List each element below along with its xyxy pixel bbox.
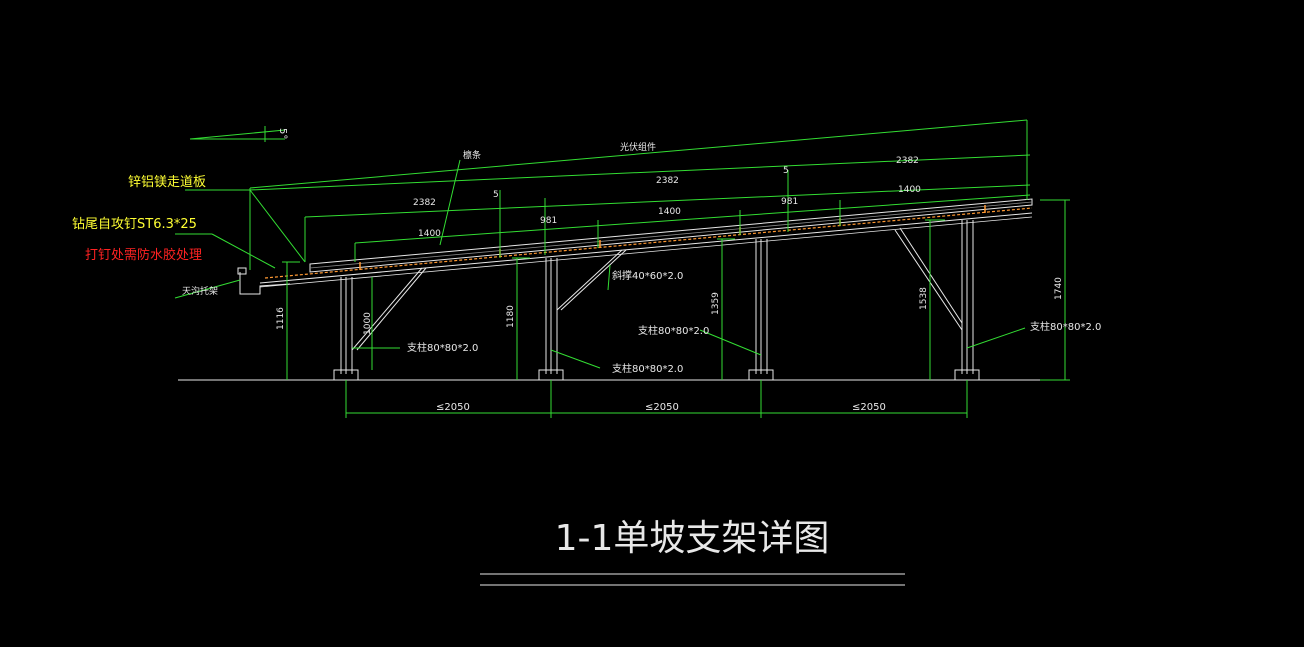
callout-gutter: 天沟托架 [182,285,218,297]
callout-sealant: 打钉处需防水胶处理 [85,247,202,263]
dim-1400-b: 1400 [658,207,681,217]
dim-top-2: 2382 [656,176,679,186]
dim-981-a: 981 [540,216,557,226]
column-1 [333,277,359,381]
column-3 [748,239,774,381]
callout-brace: 斜撑40*60*2.0 [612,269,683,282]
slope-angle-indicator [189,126,286,142]
pv-panel-mid [309,201,1033,269]
slope-angle-label: 5° [277,128,288,139]
callout-col3: 支柱80*80*2.0 [638,324,709,337]
dim-h3: 1180 [506,305,516,328]
callout-col1: 支柱80*80*2.0 [407,341,478,354]
dim-h6: 1740 [1054,277,1064,300]
dim-h4: 1359 [711,292,721,315]
dim-slope-1: 5 [493,190,499,200]
callout-col2: 支柱80*80*2.0 [612,362,683,375]
dim-981-b: 981 [781,197,798,207]
rafter-line-lower [259,216,1033,288]
gutter-bracket [239,272,291,295]
callout-walkway: 锌铝镁走道板 [128,175,206,190]
callout-panel: 光伏组件 [620,141,656,153]
dim-span-2: ≤2050 [645,402,679,413]
dim-span-3: ≤2050 [852,402,886,413]
dim-h2: 1000 [363,312,373,335]
dim-1400-a: 1400 [418,229,441,239]
callout-purlin: 檩条 [463,149,481,161]
dimension-lines [174,119,1070,418]
rafter-line [259,212,1033,284]
braces [351,227,963,351]
purlin-line [264,207,1033,279]
column-4 [954,220,980,381]
dim-slope-2: 5 [783,166,789,176]
dim-span-1: ≤2050 [436,402,470,413]
callout-screw: 钻尾自攻钉ST6.3*25 [72,217,197,232]
drawing-title: 1-1单坡支架详图 [555,518,830,559]
callout-col4: 支柱80*80*2.0 [1030,320,1101,333]
dim-h1: 1116 [276,307,286,330]
dim-1400-c: 1400 [898,185,921,195]
pv-panel [309,198,1033,273]
dim-top-3: 2382 [896,156,919,166]
dim-h5: 1538 [919,287,929,310]
gutter-end [237,267,247,275]
dim-top-1: 2382 [413,198,436,208]
column-2 [538,258,564,381]
